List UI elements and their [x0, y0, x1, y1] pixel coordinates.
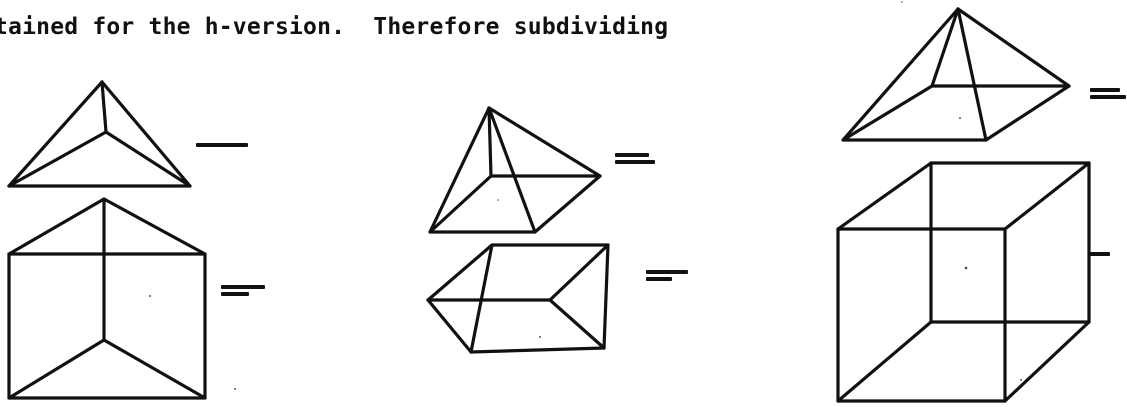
triangular-prism-drawing-middle — [426, 243, 610, 354]
scan-speck — [901, 1, 903, 3]
triangular-prism-label-middle — [646, 270, 688, 281]
triangular-prism-drawing-left — [7, 197, 236, 400]
tetrahedron-label — [196, 143, 248, 147]
body-text-line: tained for the h-version. Therefore subd… — [0, 14, 669, 40]
square-pyramid-drawing-right — [841, 7, 1071, 142]
brick-drawing — [836, 161, 1091, 403]
square-pyramid-drawing-middle — [428, 106, 602, 234]
square-pyramid-label-middle — [615, 153, 655, 164]
brick-label — [1090, 252, 1110, 256]
triangular-prism-label-left — [221, 285, 265, 296]
square-pyramid-label-right — [1090, 88, 1126, 99]
scan-speck — [497, 199, 499, 201]
tetrahedron-drawing — [7, 80, 192, 188]
